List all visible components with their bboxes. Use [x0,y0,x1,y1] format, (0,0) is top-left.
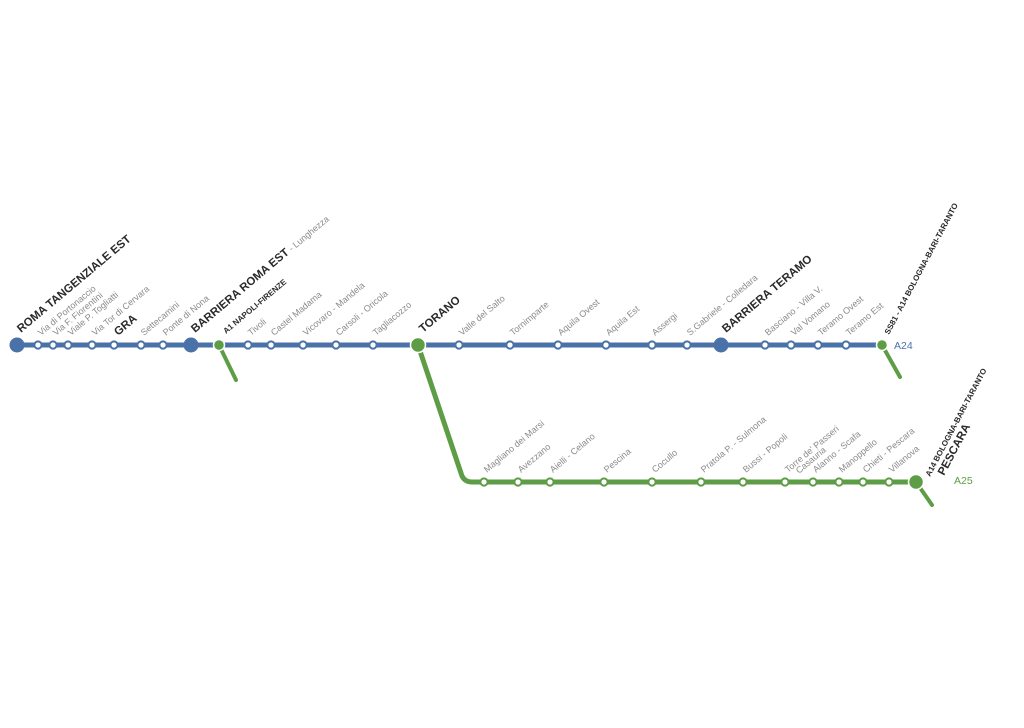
a24-station-markers [9,336,889,354]
station-marker-assergi[interactable] [647,340,657,350]
route-tag-a25: A25 [954,475,973,487]
station-label-tivoli: Tivoli [246,317,268,338]
station-label-aquila-ovest: Aquila Ovest [556,297,602,338]
station-marker-barriera-roma-est[interactable] [183,337,199,353]
station-marker-tagliacozzo[interactable] [368,340,378,350]
station-marker-via-di-portonaccio[interactable] [33,340,43,350]
station-marker-teramo-est[interactable] [841,340,851,350]
station-marker-via-f-fiorentini[interactable] [48,340,58,350]
station-marker-gra[interactable] [109,340,119,350]
station-label-aielli-celano: Aielli - Celano [548,431,597,474]
station-marker-tornimparte[interactable] [505,340,515,350]
station-label-tornimparte: Tornimparte [508,299,551,337]
a25-station-labels: Magliano dei Marsi Avezzano Aielli - Cel… [482,367,989,478]
station-label-a14-junction: A14 BOLOGNA-BARI-TARANTO [924,367,989,478]
station-marker-chieti-pescara[interactable] [858,477,868,487]
station-marker-torano[interactable] [409,336,427,354]
station-label-torano: TORANO [417,294,463,335]
station-marker-val-vomano[interactable] [786,340,796,350]
station-label-aquila-est: Aquila Est [604,304,642,338]
station-marker-tivoli[interactable] [243,340,253,350]
station-marker-basciano-villa-v[interactable] [760,340,770,350]
station-marker-cocullo[interactable] [647,477,657,487]
station-marker-ponte-di-nona[interactable] [158,340,168,350]
station-label-magliano-dei-marsi: Magliano dei Marsi [482,418,546,474]
station-marker-carsoli-oricola[interactable] [331,340,341,350]
station-marker-bussi-popoli[interactable] [738,477,748,487]
station-marker-magliano-dei-marsi[interactable] [479,477,489,487]
station-marker-manoppello[interactable] [834,477,844,487]
station-marker-aquila-ovest[interactable] [553,340,563,350]
a25-line [415,342,934,507]
station-marker-barriera-teramo[interactable] [713,337,729,353]
a25-route-path [415,342,919,485]
station-marker-vicovaro-mandela[interactable] [298,340,308,350]
a24-station-labels: ROMA TANGENZIALE EST Via di Portonaccio … [15,202,960,339]
station-marker-castel-madama[interactable] [266,340,276,350]
station-marker-avezzano[interactable] [513,477,523,487]
station-marker-pescara[interactable] [907,473,925,491]
station-marker-aielli-celano[interactable] [545,477,555,487]
station-label-valle-del-salto: Valle del Salto [457,293,507,337]
station-marker-torre-de-passeri-casauria[interactable] [780,477,790,487]
station-label-assergi: Assergi [650,311,679,338]
a24-line [17,342,902,382]
station-label-cocullo: Cocullo [650,448,679,475]
station-marker-via-tor-di-cervara[interactable] [87,340,97,350]
station-marker-aquila-est[interactable] [601,340,611,350]
station-label-ss81-a14: SS81 - A14 BOLOGNA-BARI-TARANTO [883,202,960,336]
station-marker-a1-napoli-firenze[interactable] [212,338,226,352]
station-marker-pescina[interactable] [599,477,609,487]
station-marker-villanova[interactable] [884,477,894,487]
station-label-pescina: Pescina [602,446,633,474]
station-marker-ss81-a14[interactable] [875,338,889,352]
station-marker-roma-tangenziale-est[interactable] [9,337,25,353]
a1-junction-spur [217,343,238,382]
station-marker-alanno-scafa[interactable] [808,477,818,487]
a25-station-markers [479,473,925,491]
station-marker-valle-del-salto[interactable] [454,340,464,350]
route-tag-a24: A24 [894,340,913,352]
station-marker-viale-p-togliatti[interactable] [63,340,73,350]
station-marker-settecamini[interactable] [136,340,146,350]
station-marker-teramo-ovest[interactable] [813,340,823,350]
station-marker-s-gabriele-colledara[interactable] [682,340,692,350]
barriera-roma-est-suffix: - Lunghezza [285,214,331,255]
station-marker-pratola-p-sulmona[interactable] [696,477,706,487]
